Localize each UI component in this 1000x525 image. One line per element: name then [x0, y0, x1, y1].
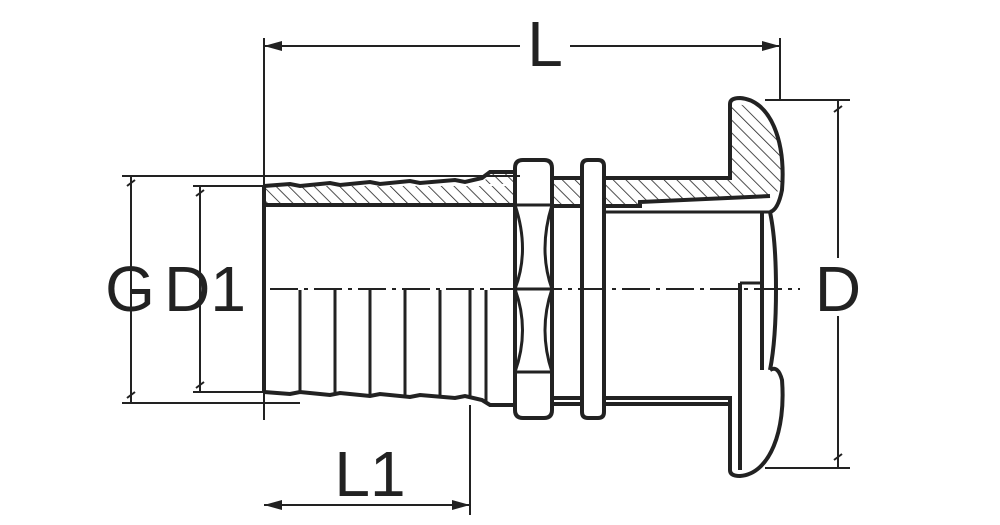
- label-L: L: [527, 8, 563, 80]
- dimension-D1: D1: [164, 185, 264, 393]
- dimension-D: D: [765, 99, 862, 469]
- section-wall-hatch: [264, 174, 515, 205]
- hex-nut: [513, 158, 554, 420]
- fitting-body: [262, 95, 785, 479]
- label-G: G: [105, 253, 155, 325]
- dimension-G: G: [105, 175, 520, 404]
- section-wall-hatch-right: [552, 104, 782, 206]
- washer: [580, 158, 606, 420]
- label-D1: D1: [164, 253, 246, 325]
- dimension-L1: L1: [264, 405, 471, 515]
- label-L1: L1: [334, 438, 405, 510]
- label-D: D: [815, 253, 861, 325]
- dimension-L: L: [263, 8, 781, 420]
